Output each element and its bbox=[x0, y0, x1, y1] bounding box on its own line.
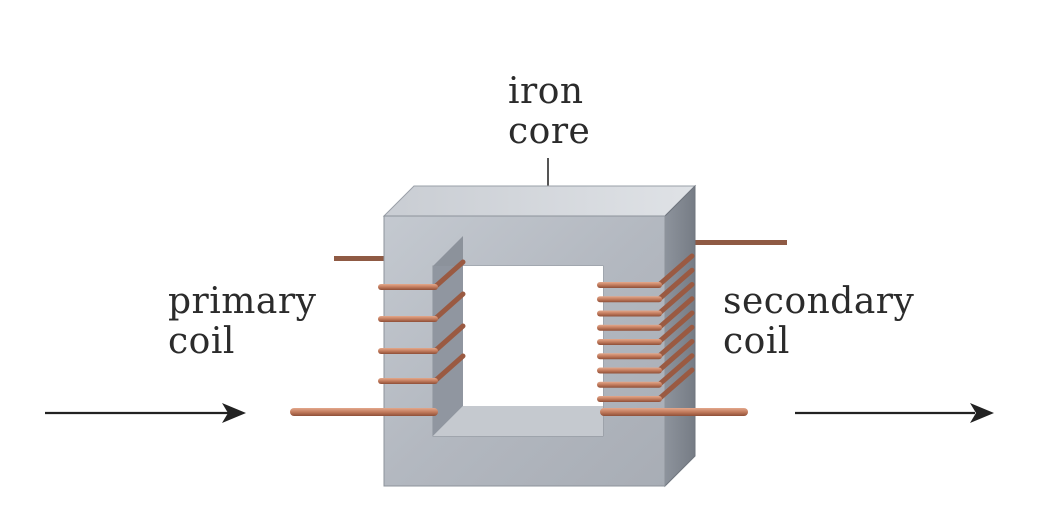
secondary-winding bbox=[597, 310, 695, 345]
secondary-winding bbox=[597, 253, 695, 288]
secondary-winding bbox=[597, 282, 695, 317]
secondary-winding bbox=[597, 353, 695, 388]
iron-core-label-line1: iron bbox=[508, 71, 584, 112]
primary-coil-label-line1: primary bbox=[168, 281, 317, 322]
iron-core-label: iron core bbox=[508, 72, 590, 152]
secondary-winding bbox=[597, 267, 695, 303]
secondary-bottom-lead bbox=[600, 408, 748, 416]
secondary-winding bbox=[597, 339, 695, 374]
secondary-top-lead bbox=[695, 240, 787, 245]
secondary-coil-label: secondary coil bbox=[723, 282, 914, 362]
secondary-coil-label-line1: secondary bbox=[723, 281, 915, 322]
primary-coil-label-line2: coil bbox=[168, 321, 235, 362]
iron-core bbox=[382, 184, 697, 488]
primary-winding bbox=[378, 259, 466, 290]
iron-core-label-line2: core bbox=[508, 111, 591, 152]
primary-bottom-lead bbox=[290, 408, 438, 416]
output-arrow bbox=[795, 403, 994, 423]
secondary-coil bbox=[597, 253, 695, 402]
primary-winding bbox=[378, 353, 466, 384]
input-arrow bbox=[45, 403, 246, 423]
primary-coil bbox=[378, 259, 466, 384]
primary-coil-label: primary coil bbox=[168, 282, 316, 362]
primary-winding bbox=[378, 323, 466, 354]
primary-top-lead bbox=[334, 256, 384, 261]
secondary-winding bbox=[597, 296, 695, 331]
primary-winding bbox=[378, 291, 466, 322]
secondary-winding bbox=[597, 324, 695, 360]
secondary-coil-label-line2: coil bbox=[723, 321, 790, 362]
secondary-winding bbox=[597, 367, 695, 402]
